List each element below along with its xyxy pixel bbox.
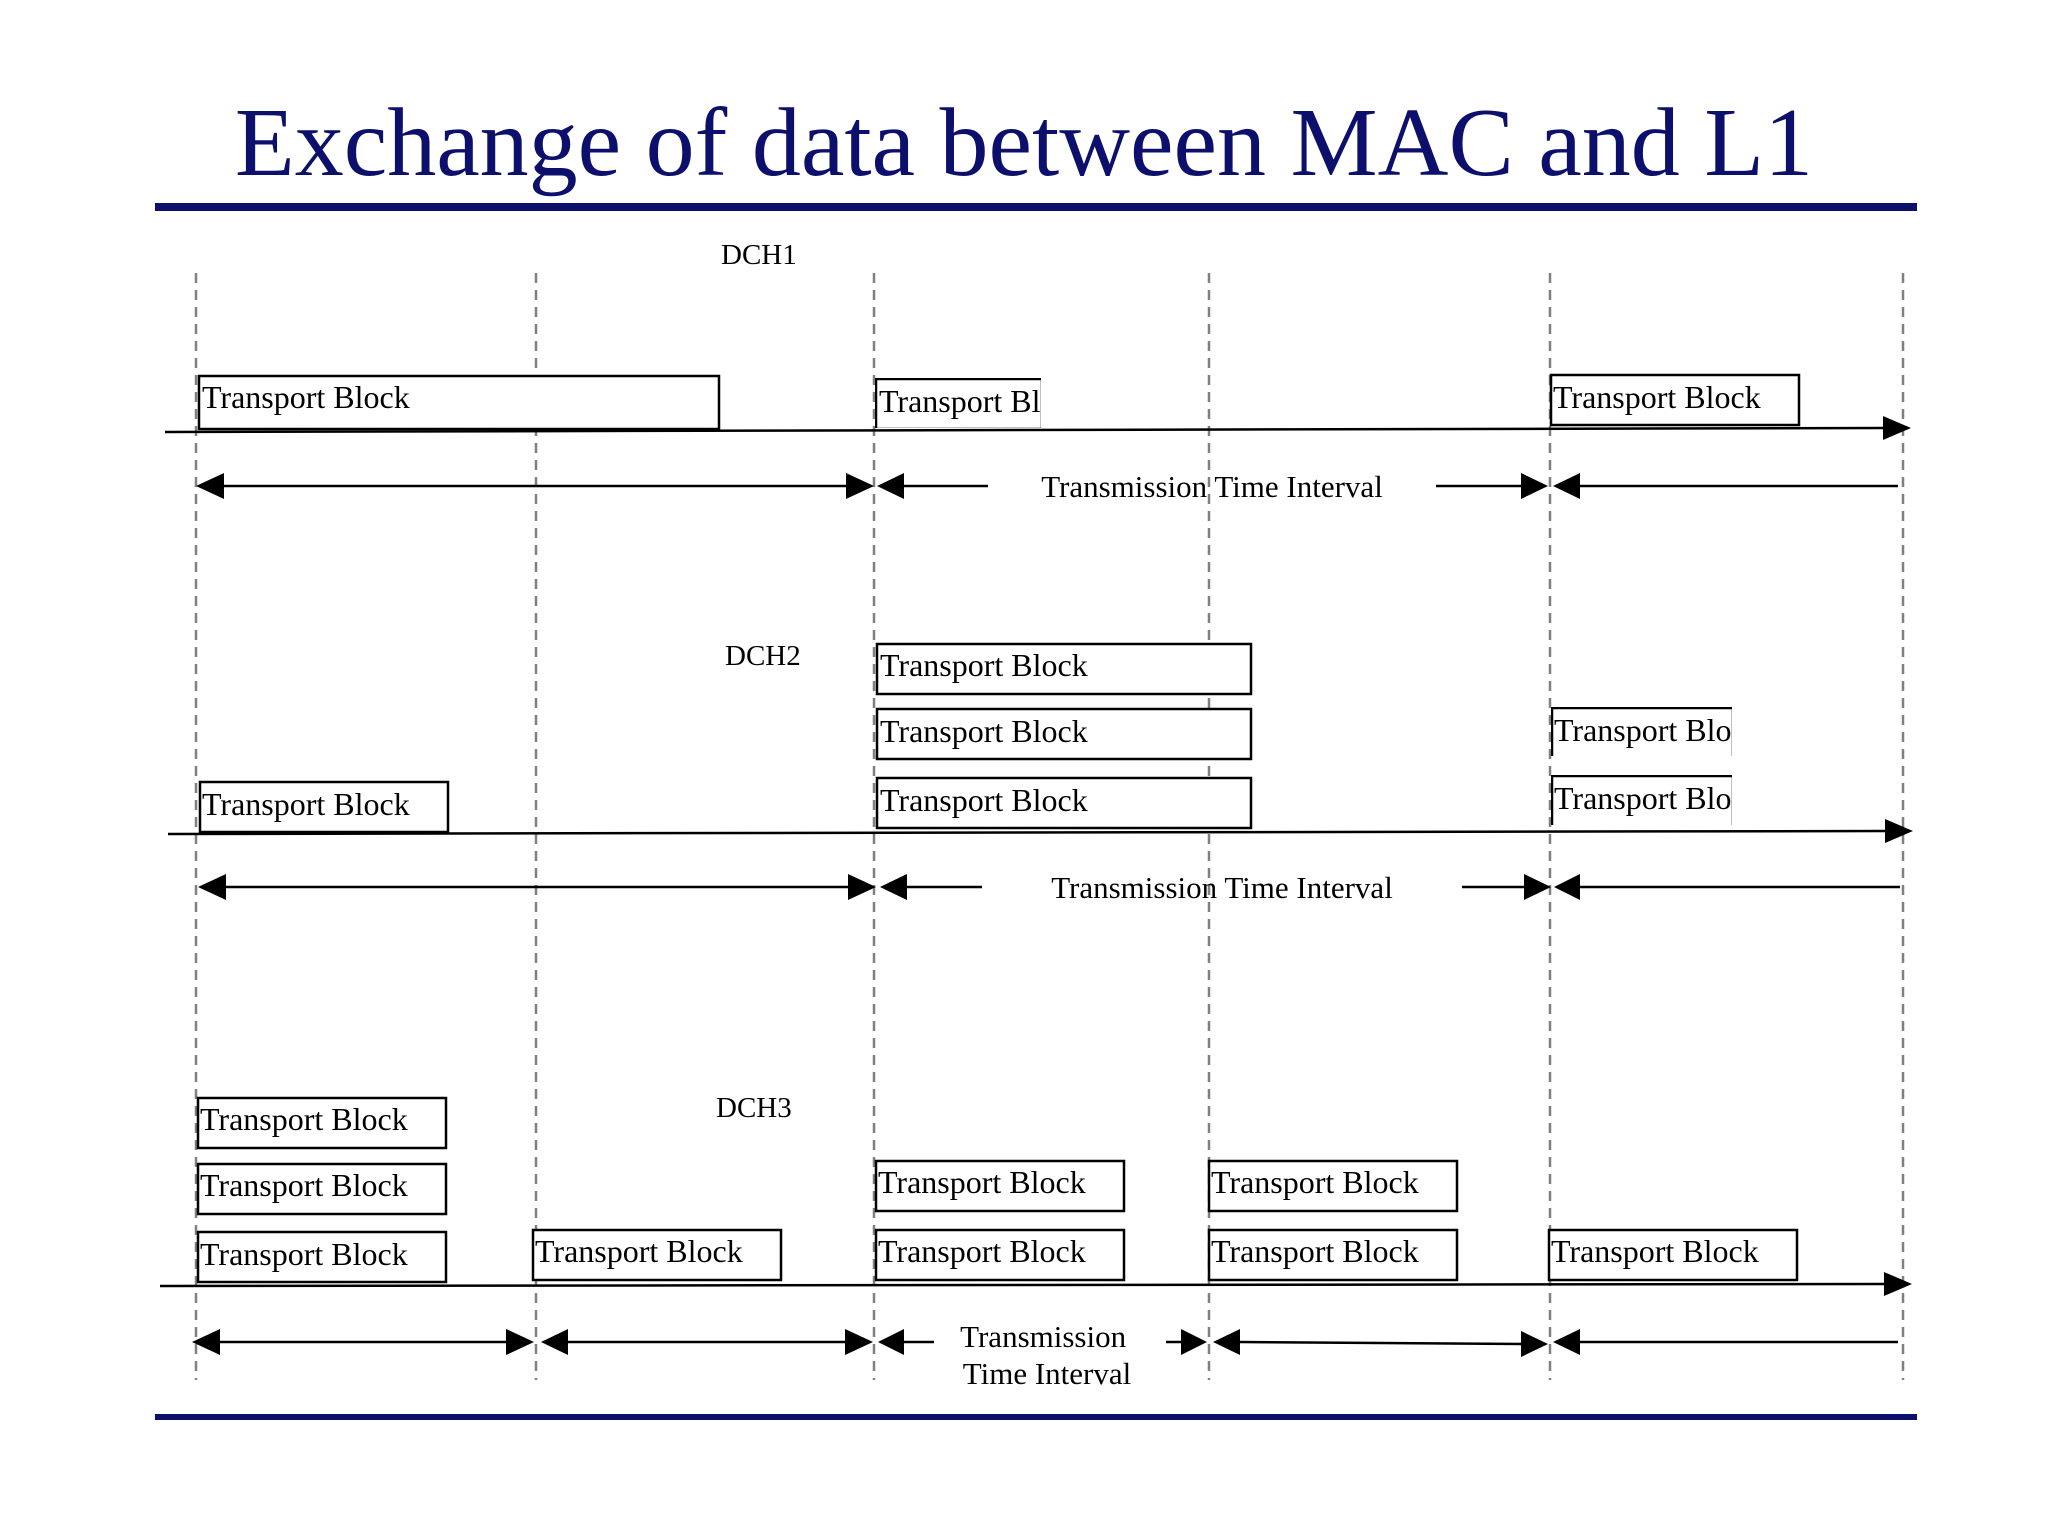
transport-block: Transport Block [1549,373,1801,427]
time-axis [159,1282,1887,1288]
transport-block: Transport Block [875,776,1253,830]
tti-label: Transmission Time Interval [1051,870,1393,905]
transport-block: Transport Block [1207,1159,1459,1213]
channel-dch3: DCH3 Transport Block Transport Block Tra… [159,1092,1912,1391]
transport-block: Transport Block [874,1228,1126,1282]
time-axis-arrowhead [1885,819,1913,843]
transport-block: Transport Block [875,707,1253,761]
transport-block: Transport Block [1207,1228,1459,1282]
transport-block-label: Transport Block [1211,1164,1419,1200]
time-axis [164,426,1886,434]
transport-block: Transport Block [196,1096,448,1150]
transport-block: Transport Block [196,1162,448,1216]
transport-block: Transport Block [197,374,721,431]
time-axis-arrowhead [1883,416,1911,440]
transport-block: Transport Block [1551,707,1762,756]
channel-label: DCH1 [721,239,797,271]
transport-block: Transport Block [874,1159,1126,1213]
tti-arrows [192,1329,1898,1357]
transport-block: Transport Block [198,780,450,834]
transport-block: Transport Block [875,642,1253,696]
transport-block: Transport Block [875,378,1087,428]
channel-dch2: DCH2 Transport Block Transport Block Tra… [167,640,1913,905]
channel-label: DCH3 [716,1092,792,1124]
tti-label: Transmission Time Interval [960,1319,1134,1391]
transport-block-label: Transport Block [200,1101,408,1137]
transport-block-label: Transport Block [200,1236,408,1272]
transport-block: Transport Block [1551,775,1762,825]
transport-block-label: Transport Block [880,713,1088,749]
tti-arrows [198,874,1900,900]
frame-boundaries [194,273,1905,1380]
transport-block-label: Transport Block [878,1164,1086,1200]
transport-block-label: Transport Block [1551,1233,1759,1269]
transport-block-label: Transport Block [879,383,1087,419]
transport-block-label: Transport Block [1554,780,1762,816]
transport-block-label: Transport Block [1554,712,1762,748]
tti-label-line: Transmission [960,1319,1126,1354]
transport-block-label: Transport Block [880,647,1088,683]
transport-block-label: Transport Block [202,379,410,415]
transport-block: Transport Block [196,1230,448,1284]
channel-label: DCH2 [725,640,801,672]
transport-block-label: Transport Block [202,786,410,822]
tti-label: Transmission Time Interval [1041,469,1383,504]
slide-title: Exchange of data between MAC and L1 [234,89,1814,197]
channel-dch1: DCH1 Transport Block Transport Block Tra… [164,239,1911,504]
transport-block-label: Transport Block [1211,1233,1419,1269]
tti-arrows [196,473,1898,499]
time-axis [167,829,1888,836]
transport-block-label: Transport Block [535,1233,743,1269]
time-axis-arrowhead [1884,1272,1912,1296]
transport-block: Transport Block [531,1228,783,1282]
tti-label-line: Time Interval [963,1356,1131,1391]
transport-block: Transport Block [1547,1228,1799,1282]
transport-block-label: Transport Block [878,1233,1086,1269]
transport-block-label: Transport Block [1553,379,1761,415]
transport-block-label: Transport Block [200,1167,408,1203]
transport-block-label: Transport Block [880,782,1088,818]
